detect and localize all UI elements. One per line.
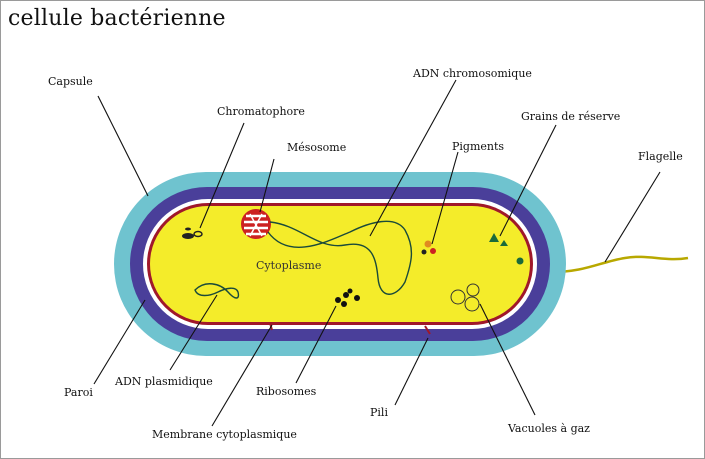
- label-ribosomes: Ribosomes: [256, 385, 317, 398]
- label-vacuoles: Vacuoles à gaz: [507, 422, 590, 435]
- label-paroi: Paroi: [64, 386, 93, 399]
- label-mesosome: Mésosome: [287, 141, 346, 154]
- label-pigments: Pigments: [452, 140, 504, 153]
- label-adn-chromosomique: ADN chromosomique: [412, 67, 532, 80]
- label-membrane: Membrane cytoplasmique: [152, 428, 297, 441]
- cytoplasm: [150, 206, 530, 322]
- label-pili: Pili: [370, 406, 388, 419]
- label-flagelle: Flagelle: [638, 150, 683, 163]
- label-chromatophore: Chromatophore: [217, 105, 305, 118]
- label-grains-reserve: Grains de réserve: [521, 110, 620, 123]
- label-cytoplasme: Cytoplasme: [256, 259, 321, 272]
- label-adn-plasmidique: ADN plasmidique: [114, 375, 213, 388]
- flagellum: [552, 257, 688, 272]
- mesosome: [241, 209, 271, 239]
- label-capsule: Capsule: [48, 75, 93, 88]
